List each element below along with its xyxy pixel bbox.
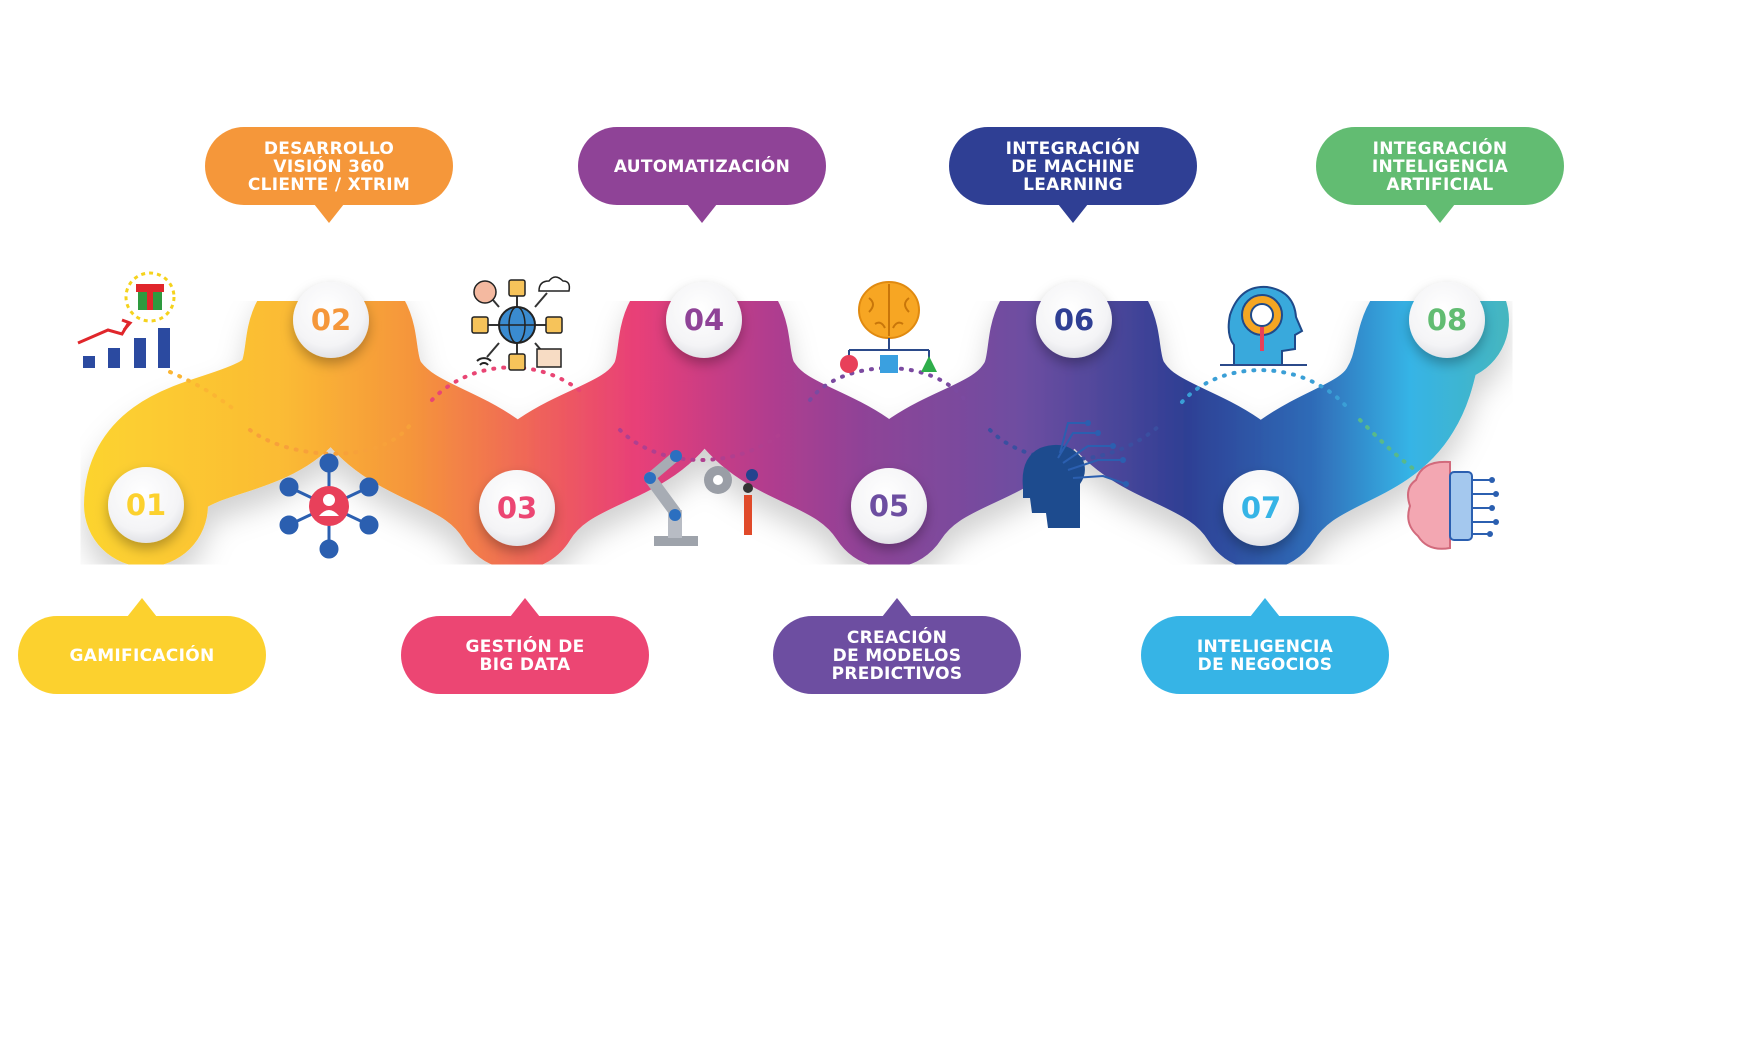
step-number: 04 (684, 303, 724, 337)
step-disc (108, 467, 184, 543)
step-number: 07 (1241, 491, 1281, 525)
callout-bubble (205, 127, 453, 205)
callout-pointer (1250, 598, 1280, 617)
step-label-line: AUTOMATIZACIÓN (614, 155, 790, 177)
callout-bubble (1141, 616, 1389, 694)
step-number: 03 (497, 491, 537, 525)
robot-arm-icon (644, 450, 758, 546)
step-label-line: DE MODELOS (833, 646, 962, 666)
step-label-line: DE NEGOCIOS (1198, 655, 1333, 675)
step-disc (1409, 282, 1485, 358)
gear-head-icon (1220, 285, 1307, 366)
callout-step-04: AUTOMATIZACIÓN (578, 127, 826, 223)
step-label-line: LEARNING (1023, 175, 1123, 195)
brain-model-icon (840, 281, 937, 373)
step-label-line: INTEGRACIÓN (1373, 137, 1508, 159)
step-label-line: INTELIGENCIA (1197, 637, 1334, 657)
step-disc-04: 04 (666, 282, 742, 358)
step-label-line: CLIENTE / XTRIM (248, 175, 410, 195)
step-label-line: VISIÓN 360 (273, 155, 384, 177)
step-number: 05 (869, 489, 909, 523)
step-number: 06 (1054, 303, 1094, 337)
step-disc (293, 282, 369, 358)
callout-bubble (18, 616, 266, 694)
step-disc-08: 08 (1409, 282, 1485, 358)
step-number: 02 (311, 303, 351, 337)
circuit-head-icon (1022, 420, 1129, 528)
step-disc-05: 05 (851, 468, 927, 544)
step-disc (1223, 470, 1299, 546)
step-disc (1036, 282, 1112, 358)
step-label-line: CREACIÓN (847, 626, 947, 648)
step-label-line: GAMIFICACIÓN (69, 644, 214, 666)
callout-pointer (314, 204, 344, 223)
callout-pointer (1425, 204, 1455, 223)
callout-bubble (949, 127, 1197, 205)
callout-pointer (882, 598, 912, 617)
step-label-line: GESTIÓN DE (465, 635, 584, 657)
step-label-line: DESARROLLO (264, 139, 394, 159)
callout-bubble (1316, 127, 1564, 205)
step-disc (851, 468, 927, 544)
ai-brain-chip-icon (1407, 460, 1499, 550)
callout-step-01: GAMIFICACIÓN (18, 598, 266, 694)
callout-pointer (127, 598, 157, 617)
step-disc-01: 01 (108, 467, 184, 543)
step-disc (479, 470, 555, 546)
step-discs: 01 02 03 04 05 06 07 08 (108, 282, 1485, 546)
step-label-line: INTEGRACIÓN (1006, 137, 1141, 159)
callout-bubble (773, 616, 1021, 694)
callout-pointer (510, 598, 540, 617)
customer-network-icon (279, 453, 379, 559)
growth-chart-gift-icon (77, 271, 176, 368)
step-label-line: ARTIFICIAL (1386, 175, 1493, 195)
step-label-line: PREDICTIVOS (832, 664, 963, 684)
step-disc-07: 07 (1223, 470, 1299, 546)
step-label-line: DE MACHINE (1011, 157, 1135, 177)
step-label-line: BIG DATA (480, 655, 571, 675)
step-disc (666, 282, 742, 358)
step-disc-02: 02 (293, 282, 369, 358)
big-data-globe-icon (471, 276, 571, 371)
step-label-line: INTELIGENCIA (1372, 157, 1509, 177)
step-disc-06: 06 (1036, 282, 1112, 358)
step-number: 01 (126, 488, 166, 522)
callout-bubble (401, 616, 649, 694)
callout-pointer (687, 204, 717, 223)
step-number: 08 (1427, 303, 1467, 337)
step-disc-03: 03 (479, 470, 555, 546)
callout-bubble (578, 127, 826, 205)
callout-pointer (1058, 204, 1088, 223)
